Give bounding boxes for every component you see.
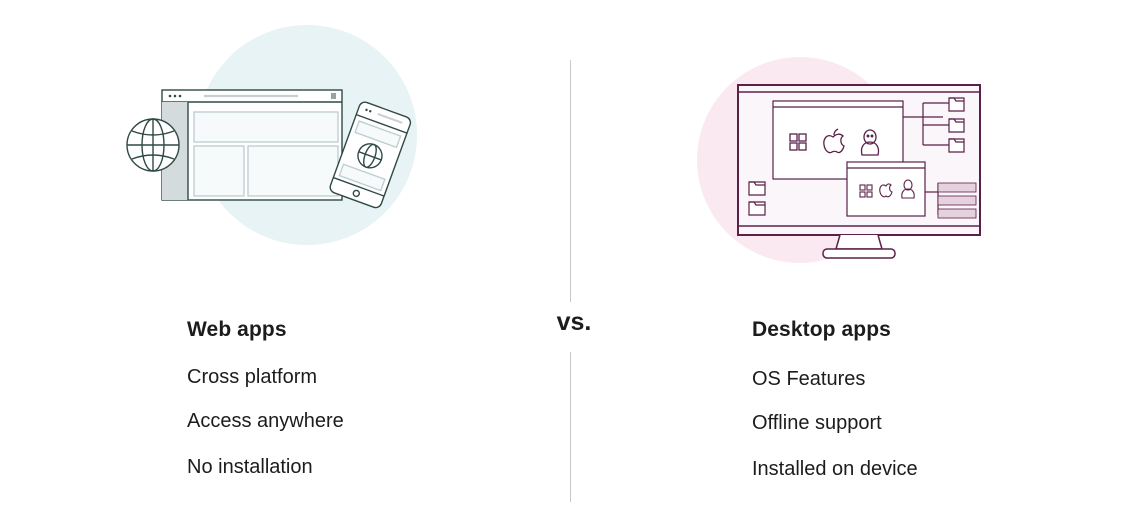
desktop-apps-panel: Desktop apps OS Features Offline support… xyxy=(580,0,1140,530)
desktop-feature-2: Offline support xyxy=(752,412,882,434)
apple-icon-small xyxy=(879,183,893,198)
desktop-apps-title: Desktop apps xyxy=(752,318,891,341)
web-feature-2: Access anywhere xyxy=(187,410,344,432)
desktop-apps-illustration xyxy=(697,57,981,263)
desktop-feature-1: OS Features xyxy=(752,368,866,390)
vs-label: vs. xyxy=(556,308,592,336)
folder-icon-left xyxy=(748,181,766,216)
folder-icon xyxy=(948,97,965,153)
web-apps-illustration xyxy=(126,25,417,245)
globe-icon xyxy=(126,118,180,172)
divider-bottom xyxy=(570,352,571,502)
linux-icon xyxy=(860,129,880,156)
web-apps-panel: Web apps Cross platform Access anywhere … xyxy=(0,0,560,530)
browser-window-icon xyxy=(161,89,343,201)
list-bars xyxy=(937,182,977,219)
phone-icon xyxy=(329,101,412,209)
divider-top xyxy=(570,60,571,302)
apple-icon xyxy=(823,128,845,154)
desktop-feature-3: Installed on device xyxy=(752,458,918,480)
linux-icon-small xyxy=(901,179,915,199)
web-feature-3: No installation xyxy=(187,456,313,478)
windows-icon xyxy=(789,133,807,151)
web-feature-1: Cross platform xyxy=(187,366,318,388)
os-window-front xyxy=(846,161,939,217)
web-apps-title: Web apps xyxy=(187,318,287,341)
windows-icon-small xyxy=(859,184,873,198)
